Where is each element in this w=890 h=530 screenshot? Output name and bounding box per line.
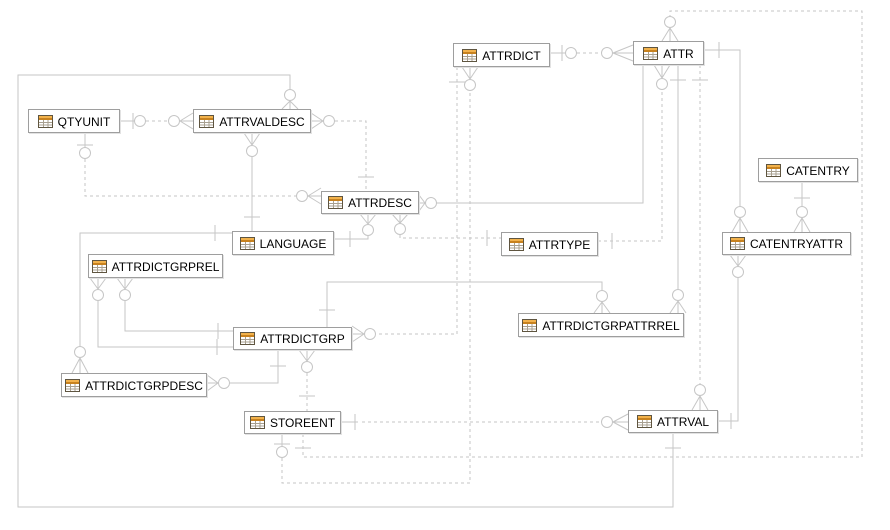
entity-label: ATTRDICTGRPATTRREL (542, 318, 680, 333)
connector-attr-catentryattr (704, 42, 749, 233)
entity-language[interactable]: LANGUAGE (232, 231, 334, 255)
entity-attrdictgrprel[interactable]: ATTRDICTGRPREL (88, 254, 223, 278)
entity-label: ATTRTYPE (528, 237, 591, 252)
entity-label: ATTRDICTGRPDESC (85, 378, 203, 393)
connector-language-attrdesc (334, 213, 377, 247)
connector-attrtype-attr (598, 64, 671, 249)
entity-label: LANGUAGE (259, 236, 327, 251)
connector-language-attrdictgrpdesc (71, 225, 232, 374)
entity-attr[interactable]: ATTR (633, 41, 704, 65)
entity-catentryattr[interactable]: CATENTRYATTR (722, 232, 851, 255)
table-grid-icon (766, 163, 782, 177)
connector-storeent-attrval (341, 413, 629, 431)
table-grid-icon (729, 237, 745, 250)
table-grid-icon (65, 378, 81, 392)
entity-label: ATTRVAL (656, 415, 709, 429)
connector-attr-attrdesc (418, 65, 644, 212)
connector-attrdict-attr (550, 44, 634, 62)
entity-attrdict[interactable]: ATTRDICT (453, 43, 550, 67)
table-grid-icon (37, 114, 53, 128)
entity-attrdesc[interactable]: ATTRDESC (321, 191, 419, 214)
entity-label: CATENTRY (786, 163, 850, 178)
connector-attrdictgrp-attrdictgrpattrrel (319, 281, 611, 327)
entity-label: ATTR (663, 46, 694, 61)
table-grid-icon (462, 48, 478, 62)
entity-attrdictgrpdesc[interactable]: ATTRDICTGRPDESC (61, 373, 207, 397)
entity-label: ATTRDESC (348, 196, 412, 210)
entity-attrdictgrp[interactable]: ATTRDICTGRP (233, 327, 352, 350)
entity-catentry[interactable]: CATENTRY (758, 158, 858, 182)
connector-attrdict-attrdictgrp (351, 67, 465, 343)
entity-label: ATTRVALDESC (219, 114, 305, 129)
connector-qtyunit-attrdesc (77, 133, 322, 205)
connector-attrdictgrp-attrdictgrpdesc (206, 350, 286, 392)
entity-attrval[interactable]: ATTRVAL (628, 410, 718, 433)
connector-attrdictgrprel-attrdictgrp (116, 277, 233, 339)
table-grid-icon (249, 416, 265, 429)
entity-label: STOREENT (269, 416, 336, 430)
entity-attrtype[interactable]: ATTRTYPE (501, 232, 598, 256)
connector-attr-attrdictgrpattrrel (669, 65, 687, 314)
table-grid-icon (328, 196, 344, 209)
entity-attrvaldesc[interactable]: ATTRVALDESC (193, 109, 311, 133)
connector-storeent-attrdictgrp (298, 349, 316, 411)
table-grid-icon (239, 236, 255, 250)
table-grid-icon (636, 415, 652, 428)
entity-label: QTYUNIT (57, 114, 111, 129)
entity-storeent[interactable]: STOREENT (244, 411, 341, 434)
connector-attrvaldesc-language (243, 132, 261, 231)
table-grid-icon (522, 318, 538, 332)
entity-label: CATENTRYATTR (749, 237, 844, 251)
table-grid-icon (508, 237, 524, 251)
entity-label: ATTRDICTGRP (260, 332, 345, 346)
entity-label: ATTRDICT (482, 48, 541, 63)
connector-attrval-attrvaldesc (17, 74, 681, 508)
entity-label: ATTRDICTGRPREL (111, 259, 220, 274)
connector-attrval-catentryattr (718, 254, 747, 429)
table-grid-icon (199, 114, 215, 128)
connector-attrvaldesc-attrdesc (310, 112, 374, 191)
connector-attrdictgrprel-attrdictgrp (89, 277, 233, 355)
connector-storeent-attr (295, 10, 863, 458)
connector-attr-attrval (691, 65, 709, 411)
entity-attrdictgrpattrrel[interactable]: ATTRDICTGRPATTRREL (518, 313, 684, 337)
table-grid-icon (240, 332, 256, 345)
entity-qtyunit[interactable]: QTYUNIT (28, 109, 120, 133)
connector-storeent-attrdict (274, 66, 479, 484)
connector-attrdesc-attrtype (391, 213, 501, 246)
connector-qtyunit-attrvaldesc (120, 112, 194, 130)
connector-catentry-catentryattr (793, 182, 811, 233)
table-grid-icon (91, 259, 107, 273)
table-grid-icon (643, 46, 659, 60)
